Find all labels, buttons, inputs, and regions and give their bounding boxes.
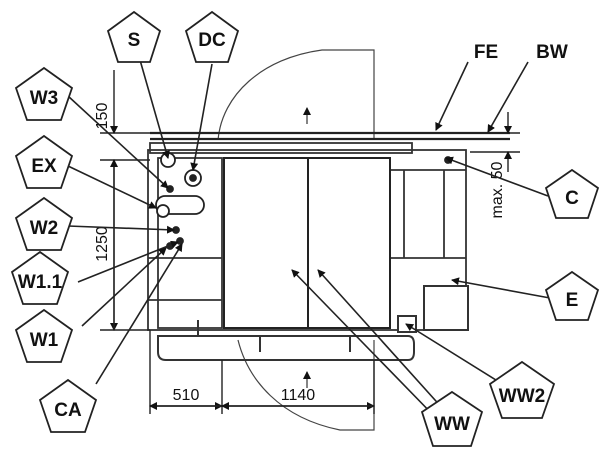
callout-s: S — [106, 10, 162, 63]
callout-w3-label: W3 — [30, 88, 59, 109]
callout-ex-label: EX — [31, 156, 57, 177]
leader-lines — [67, 59, 551, 421]
callout-w2-label: W2 — [30, 218, 59, 239]
dim-max-right: max. 50 — [489, 161, 506, 218]
callout-dc: DC — [184, 10, 240, 63]
dim-width-right: 1140 — [281, 387, 316, 404]
callout-bw-label: BW — [536, 42, 568, 63]
back-panel — [149, 142, 413, 154]
callout-c-label: C — [565, 188, 579, 209]
callout-w1-label: W1 — [30, 330, 59, 351]
dim-top-offset: 150 — [94, 103, 111, 130]
callout-s-label: S — [128, 30, 141, 51]
callout-bw: BW — [536, 42, 568, 63]
callout-w3: W3 — [14, 66, 74, 121]
callout-e-label: E — [566, 290, 579, 311]
callout-ww-label: WW — [434, 414, 470, 435]
callout-fe: FE — [474, 42, 498, 63]
dim-depth: 1250 — [94, 226, 111, 262]
callout-w1-1: W1.1 — [10, 250, 70, 305]
machine-body — [147, 149, 467, 331]
door-swing-bottom — [237, 339, 375, 431]
electrical-box — [423, 285, 469, 331]
wall-lines — [150, 131, 510, 141]
callout-e: E — [544, 270, 600, 321]
callout-ca: CA — [38, 378, 98, 433]
callout-fe-label: FE — [474, 42, 498, 63]
callout-ww2: WW2 — [488, 360, 556, 419]
callout-w1-1-label: W1.1 — [18, 272, 63, 293]
dim-width-left: 510 — [173, 387, 200, 404]
callout-ca-label: CA — [54, 400, 82, 421]
callout-ww2-label: WW2 — [499, 386, 545, 407]
callout-w1: W1 — [14, 308, 74, 363]
door-swing-top — [217, 49, 375, 141]
callout-ww: WW — [420, 390, 484, 447]
callout-c: C — [544, 168, 600, 219]
door-panels — [223, 157, 391, 329]
callout-ex: EX — [14, 134, 74, 189]
callout-dc-label: DC — [198, 30, 226, 51]
callout-w2: W2 — [14, 196, 74, 251]
bottom-rail — [157, 320, 415, 361]
